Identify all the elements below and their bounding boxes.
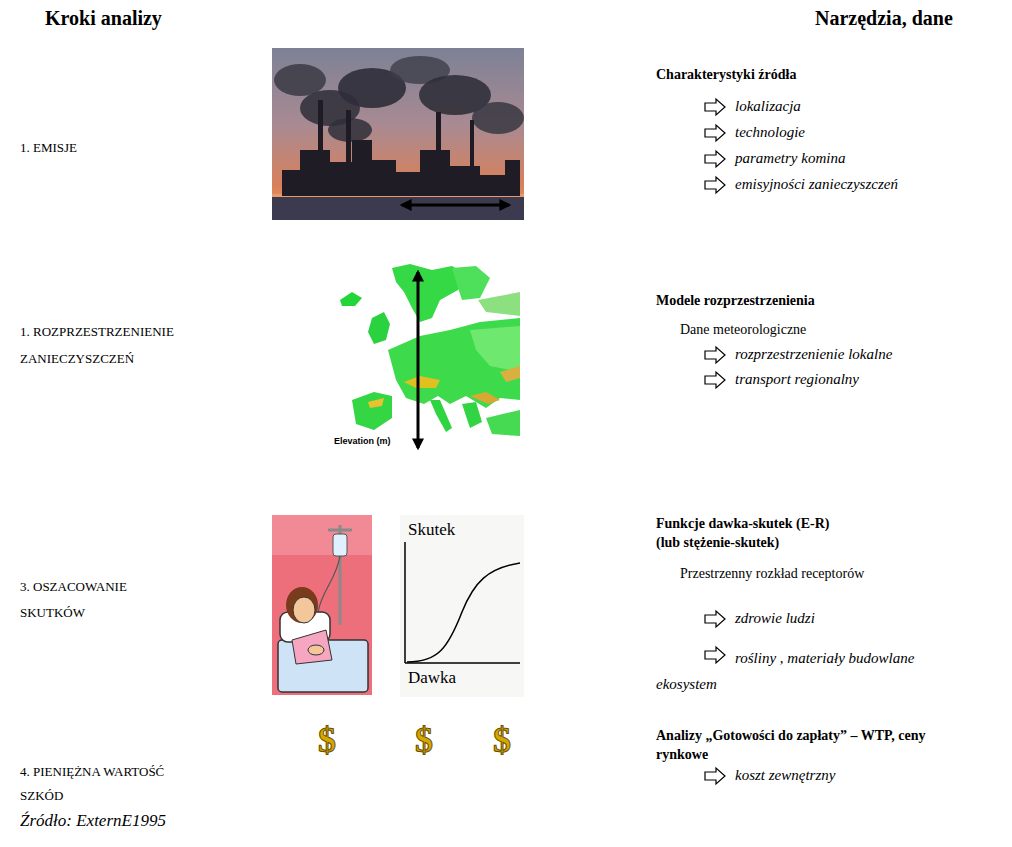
tool-item: parametry komina [735,149,845,168]
source-caption: Źródło: ExternE1995 [20,810,166,831]
tool-item: rozprzestrzenienie lokalne [735,345,892,364]
hospital-clipart-part [328,529,352,532]
europe-map-part [452,266,490,300]
tool-heading: Modele rozprzestrzenienia [656,292,815,310]
axis-label: Skutek [408,519,455,540]
step-label: 1. ROZPRZESTRZENIENIE ZANIECZYSZCZEŃ [20,318,190,372]
europe-map-part [486,410,520,436]
tool-item: emisyjności zanieczyszczeń [735,175,898,194]
hospital-clipart-part [308,645,324,655]
tool-heading: Charakterystyki źródła [656,66,796,84]
tool-arrows-part [705,347,725,363]
europe-map-part [430,400,452,432]
tool-item: koszt zewnętrzny [735,766,835,785]
hospital-clipart-part [293,597,315,623]
tool-arrows-part [705,99,725,115]
tool-item: lokalizacja [735,97,801,116]
europe-map-part [470,392,500,404]
europe-map-part [478,292,520,316]
step-label: 3. OSZACOWANIE SKUTKÓW [20,574,160,626]
money-symbol: $ [415,718,433,763]
money-symbol: $ [318,718,336,763]
tool-arrows-part [705,125,725,141]
factory-photo-part [402,204,509,207]
tool-subheading: Przestrzenny rozkład receptorów [680,565,864,583]
tool-item: technologie [735,123,805,142]
hospital-clipart-part [286,587,318,623]
tool-arrows-part [705,177,725,193]
tool-arrows-part [705,611,725,627]
tool-arrows-part [705,151,725,167]
tool-heading: Funkcje dawka-skutek (E-R) (lub stężenie… [656,514,856,552]
europe-map-part [352,392,392,430]
europe-map [322,263,520,455]
column-heading: Narzędzia, dane [815,6,953,31]
map-legend-title: Elevation (m) [332,436,393,447]
europe-map-part [368,398,384,408]
dose-response-chart-part [400,515,524,697]
dose-response-chart-part [404,542,406,663]
europe-map-part [388,318,520,408]
axis-label: Dawka [408,667,456,688]
hospital-clipart-part [278,640,368,692]
hospital-clipart-part [333,534,347,556]
hospital-clipart [272,515,372,695]
tool-arrows-part [705,768,725,784]
hospital-clipart-part [292,630,332,664]
factory-photo-part [346,110,351,165]
dose-response-chart-part [405,662,520,664]
dose-response-chart [400,515,524,697]
factory-photo-part [272,48,524,220]
factory-photo [272,48,524,220]
hospital-clipart-part [318,556,340,612]
tool-heading: Analizy „Gotowości do zapłaty” – WTP, ce… [656,726,951,764]
europe-map-part [368,312,390,344]
factory-photo-part [472,102,524,134]
tool-subheading: Dane meteorologiczne [680,321,806,339]
europe-map-part [462,402,482,428]
step-label: 4. PIENIĘŻNA WARTOŚĆ SZKÓD [20,760,205,808]
factory-photo-part [470,120,474,170]
factory-photo-part [274,64,326,96]
hospital-clipart-part [272,515,372,695]
europe-map-part [417,272,420,448]
tool-item: rośliny , materiały budowlane ekosystem [656,645,966,697]
money-symbol: $ [493,718,511,763]
column-heading: Kroki analizy [45,6,162,31]
europe-map-part [470,326,520,372]
factory-photo-part [272,196,524,220]
europe-map-part [500,366,520,382]
dose-response-chart-part [407,563,520,662]
tool-item: zdrowie ludzi [735,609,815,628]
factory-photo-part [282,140,520,196]
tool-arrows-part [705,372,725,388]
europe-map-part [404,376,440,388]
step-label: 1. EMISJE [20,140,77,156]
europe-map-part [322,263,520,455]
tool-item: transport regionalny [735,370,859,389]
hospital-clipart-part [272,515,372,555]
europe-map-part [340,292,362,306]
tool-arrows-part [705,647,725,663]
